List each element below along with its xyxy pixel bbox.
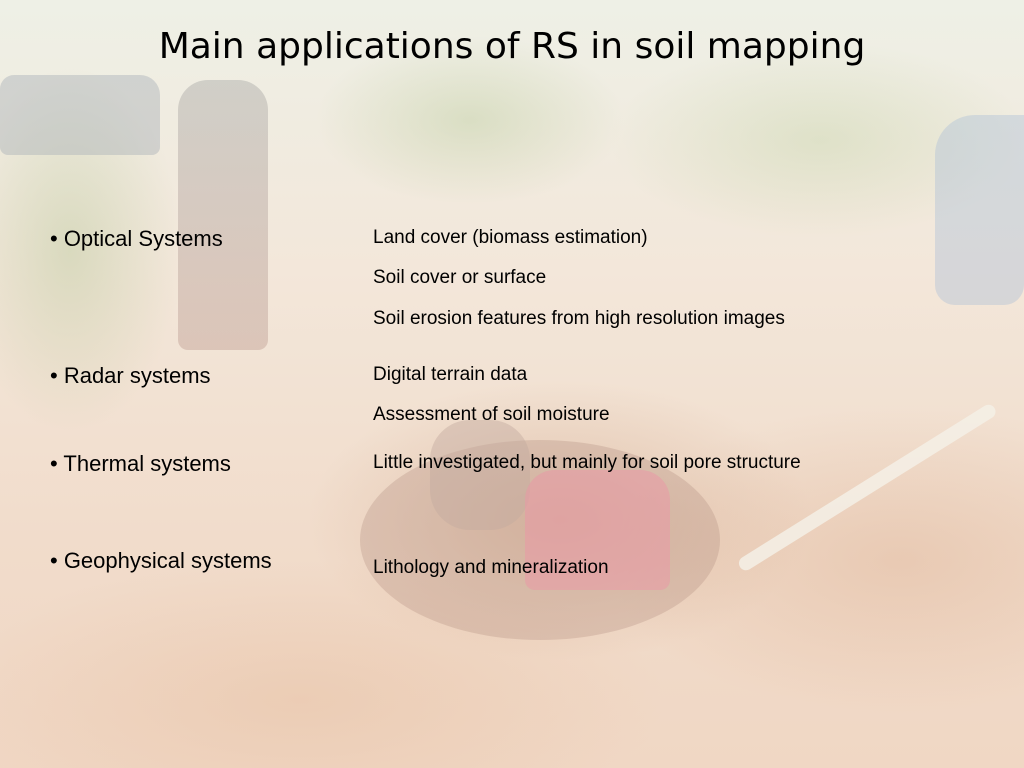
bullet-geophysical-systems: • Geophysical systems — [50, 548, 272, 573]
detail-soil-cover: Soil cover or surface — [373, 267, 547, 288]
detail-digital-terrain: Digital terrain data — [373, 364, 528, 385]
detail-lithology: Lithology and mineralization — [373, 557, 609, 578]
detail-land-cover: Land cover (biomass estimation) — [373, 227, 648, 248]
white-pipe — [736, 402, 999, 573]
vehicle-silhouette — [0, 75, 160, 155]
digging-worker-silhouette — [430, 420, 530, 530]
bullet-thermal-systems: • Thermal systems — [50, 451, 231, 476]
standing-person-silhouette — [178, 80, 268, 350]
bullet-optical-systems: • Optical Systems — [50, 226, 223, 251]
red-shirt-worker-silhouette — [525, 470, 670, 590]
detail-soil-pore: Little investigated, but mainly for soil… — [373, 452, 801, 473]
detail-soil-moisture: Assessment of soil moisture — [373, 404, 610, 425]
detail-soil-erosion: Soil erosion features from high resoluti… — [373, 308, 785, 329]
slide-title: Main applications of RS in soil mapping — [158, 26, 866, 67]
bullet-radar-systems: • Radar systems — [50, 363, 211, 388]
seated-person-silhouette — [935, 115, 1024, 305]
